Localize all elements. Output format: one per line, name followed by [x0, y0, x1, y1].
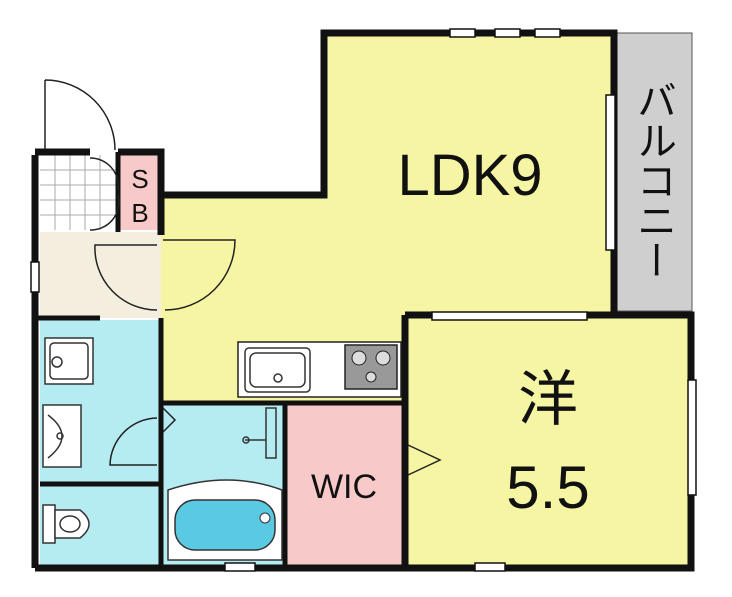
shoe-cabinet-grid	[40, 155, 118, 230]
ldk-room	[161, 33, 614, 402]
wic-label: WIC	[311, 468, 377, 506]
shower-faucet-icon	[242, 407, 277, 459]
shoe-closet	[40, 155, 118, 230]
western-room-kanji: 洋	[518, 366, 578, 433]
storage-label-b: B	[131, 198, 148, 228]
windows	[30, 28, 697, 572]
storage-room	[118, 155, 161, 230]
wash-basin-icon	[42, 404, 82, 468]
western-room	[405, 318, 691, 565]
doors	[44, 79, 442, 476]
gas-stove-icon	[344, 344, 398, 390]
balcony-area	[614, 32, 693, 312]
interior-walls	[35, 152, 408, 568]
washing-machine-pan-icon	[44, 337, 94, 385]
western-room-size: 5.5	[506, 454, 589, 521]
kitchen-sink-icon	[244, 347, 311, 393]
wic-room	[285, 405, 403, 565]
ldk-label: LDK9	[397, 143, 542, 208]
balcony-label: バルコニー	[631, 80, 675, 280]
bathtub-icon	[167, 479, 283, 561]
toilet-icon	[42, 504, 90, 544]
storage-label-s: S	[131, 164, 148, 194]
